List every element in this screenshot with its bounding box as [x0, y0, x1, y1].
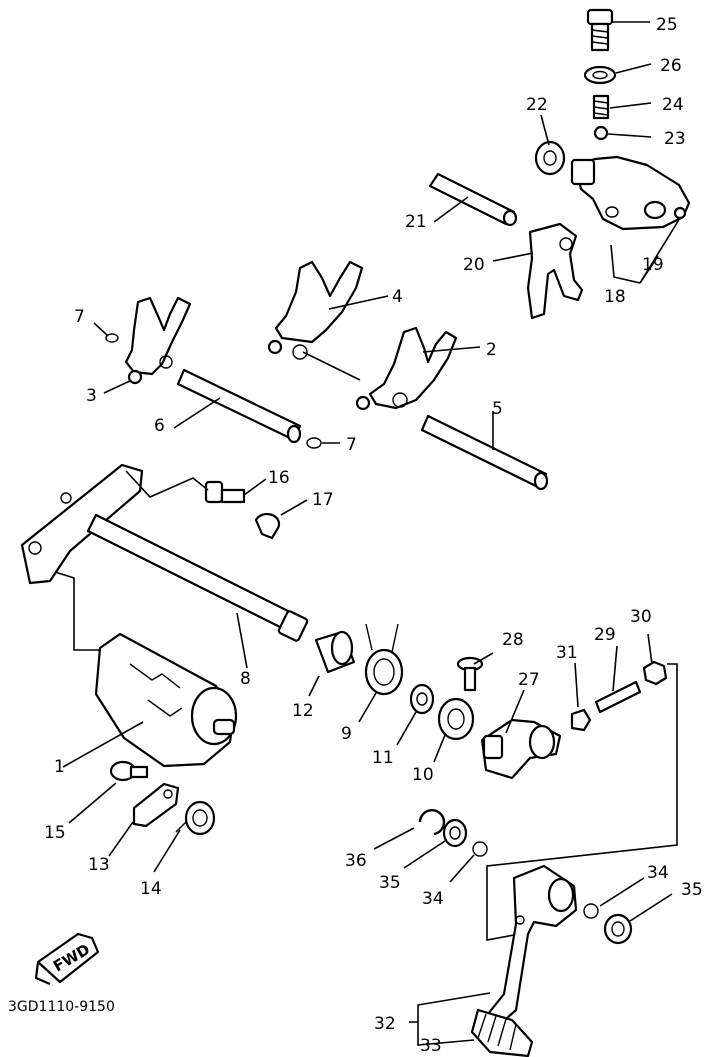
part-washer-11 — [409, 683, 435, 715]
part-fork-20 — [526, 222, 584, 320]
callout: 9 — [341, 724, 352, 744]
callout: 24 — [662, 95, 684, 115]
part-rod-21 — [428, 172, 518, 227]
callout: 17 — [312, 490, 334, 510]
part-shift-drum-1 — [94, 632, 238, 768]
part-bearing-10 — [437, 697, 475, 741]
part-spring-14 — [175, 800, 216, 836]
part-fork-2 — [355, 326, 458, 411]
part-housing-18 — [570, 155, 691, 231]
part-code: 3GD1110-9150 — [8, 999, 115, 1015]
part-bolt-15 — [109, 760, 149, 782]
part-spring-24 — [592, 94, 610, 120]
part-fork-3 — [124, 296, 192, 385]
callout: 7 — [74, 307, 85, 327]
part-oring-34 — [583, 903, 599, 919]
callout: 3 — [86, 386, 97, 406]
part-washer-35 — [442, 818, 468, 848]
leader-lines — [54, 21, 681, 1046]
callout: 22 — [526, 95, 548, 115]
callout: 28 — [502, 630, 524, 650]
part-nut-31 — [570, 708, 592, 732]
callout: 27 — [518, 670, 540, 690]
callout: 5 — [492, 399, 503, 419]
part-pedal-rubber-33 — [470, 1008, 534, 1057]
callout: 18 — [604, 287, 626, 307]
part-shift-shaft-8 — [20, 463, 309, 642]
part-spring-9 — [364, 623, 404, 696]
part-clip-17 — [254, 512, 281, 540]
callout: 34 — [422, 889, 444, 909]
callout: 30 — [630, 607, 652, 627]
part-pin-19 — [673, 206, 687, 220]
callout: 8 — [240, 669, 251, 689]
callout: 16 — [268, 468, 290, 488]
part-oring-34 — [472, 841, 488, 857]
part-clip-7 — [105, 333, 119, 343]
callout: 10 — [412, 765, 434, 785]
part-shaft-5 — [420, 414, 549, 491]
callout: 23 — [664, 129, 686, 149]
callout: 13 — [88, 855, 110, 875]
callout: 35 — [379, 873, 401, 893]
callout: 20 — [463, 255, 485, 275]
callout: 12 — [292, 701, 314, 721]
callout: 25 — [656, 15, 678, 35]
part-bolt-25 — [586, 8, 614, 52]
part-ball-23 — [593, 125, 609, 141]
callout: 29 — [594, 625, 616, 645]
callout: 21 — [405, 212, 427, 232]
part-nut-30 — [642, 660, 668, 686]
part-lever-13 — [132, 782, 180, 828]
callout: 34 — [647, 863, 669, 883]
callout: 26 — [660, 56, 682, 76]
callout: 1 — [54, 757, 65, 777]
callout: 14 — [140, 879, 162, 899]
callout: 33 — [420, 1036, 442, 1056]
part-lever-27 — [480, 718, 562, 780]
callout: 4 — [392, 287, 403, 307]
callout: 6 — [154, 416, 165, 436]
part-shift-pedal-32 — [476, 864, 578, 1040]
part-bolt-16 — [204, 480, 246, 504]
callout: 7 — [346, 435, 357, 455]
part-collar-12 — [314, 630, 356, 674]
callout: 11 — [372, 748, 394, 768]
part-bolt-28 — [456, 656, 484, 692]
callout: 36 — [345, 851, 367, 871]
callout: 19 — [642, 255, 664, 275]
fwd-arrow: FWD — [34, 932, 100, 986]
part-washer-35 — [603, 913, 633, 945]
part-seal-22 — [534, 140, 566, 176]
callout: 15 — [44, 823, 66, 843]
part-clip-7 — [306, 437, 322, 449]
part-washer-26 — [583, 65, 617, 85]
callout: 31 — [556, 643, 578, 663]
callout: 32 — [374, 1014, 396, 1034]
callout: 2 — [486, 340, 497, 360]
part-fork-4 — [267, 260, 364, 360]
part-circlip-36 — [418, 809, 446, 836]
part-shaft-6 — [176, 368, 302, 444]
callout: 35 — [681, 880, 703, 900]
part-rod-29 — [594, 680, 642, 714]
